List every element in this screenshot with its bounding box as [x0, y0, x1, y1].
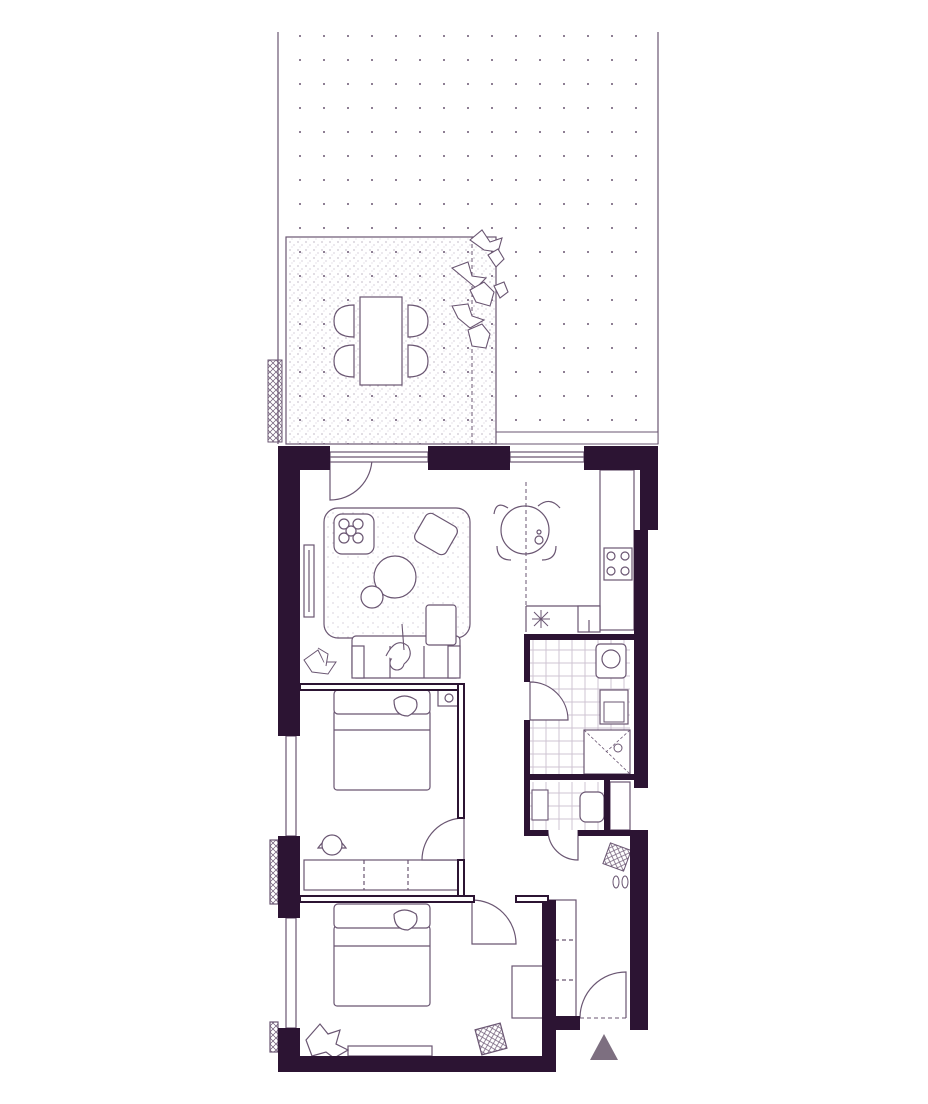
walls — [278, 446, 658, 1072]
bedroom-1-door — [421, 817, 465, 861]
kitchen-extractor-icon — [532, 610, 550, 628]
wc — [530, 781, 631, 831]
entrance-door — [579, 971, 627, 1019]
tv-unit — [303, 544, 315, 618]
interior-walls — [299, 683, 549, 903]
terrace-door — [329, 457, 373, 501]
bedroom-1 — [303, 689, 465, 891]
bathroom-walls — [524, 634, 634, 836]
wc-door — [547, 829, 579, 861]
terrace-table — [333, 296, 429, 386]
bedroom-2-door — [471, 899, 517, 945]
person-on-sofa — [385, 623, 411, 671]
armchair — [333, 513, 375, 555]
bedroom-2 — [305, 903, 508, 1059]
triangle-up-icon — [590, 1034, 618, 1060]
boundary-fence — [267, 359, 283, 443]
terrace-plants — [450, 229, 509, 349]
lounge-chair — [414, 512, 458, 556]
living-plant — [303, 647, 337, 675]
bathroom-door — [529, 681, 569, 721]
dining-table — [493, 500, 561, 561]
coffee-tables — [360, 555, 417, 609]
hallway-mat — [602, 842, 632, 889]
